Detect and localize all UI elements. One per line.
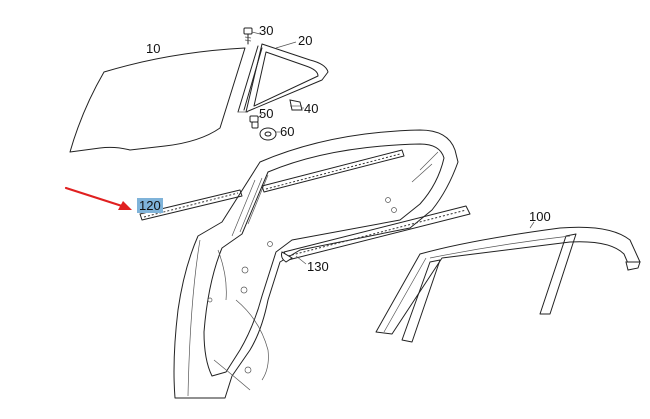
part-30-screw[interactable]	[243, 27, 253, 45]
part-130-outer-belt-strip[interactable]	[281, 205, 471, 263]
label-part-30[interactable]: 30	[259, 23, 274, 38]
label-part-20[interactable]: 20	[298, 33, 313, 48]
label-part-40[interactable]: 40	[304, 101, 319, 116]
part-10-window-glass[interactable]	[69, 47, 246, 153]
part-120-inner-belt-strip[interactable]	[139, 189, 243, 221]
red-arrow-icon	[64, 186, 132, 210]
leader-lines	[141, 31, 535, 265]
part-20-quarter-window[interactable]	[237, 43, 329, 113]
label-part-100[interactable]: 100	[529, 209, 551, 224]
label-part-10[interactable]: 10	[146, 41, 161, 56]
part-50-bolt[interactable]	[249, 115, 259, 129]
door-belt-strip	[261, 149, 405, 193]
label-part-50[interactable]: 50	[259, 106, 274, 121]
label-part-130[interactable]: 130	[307, 259, 329, 274]
label-part-120-selected[interactable]: 120	[137, 198, 163, 213]
label-part-60[interactable]: 60	[280, 124, 295, 139]
part-60-washer[interactable]	[259, 127, 277, 141]
part-40-clip[interactable]	[289, 99, 303, 111]
part-100-window-frame-trim[interactable]	[375, 226, 641, 343]
door-shell	[173, 129, 459, 399]
